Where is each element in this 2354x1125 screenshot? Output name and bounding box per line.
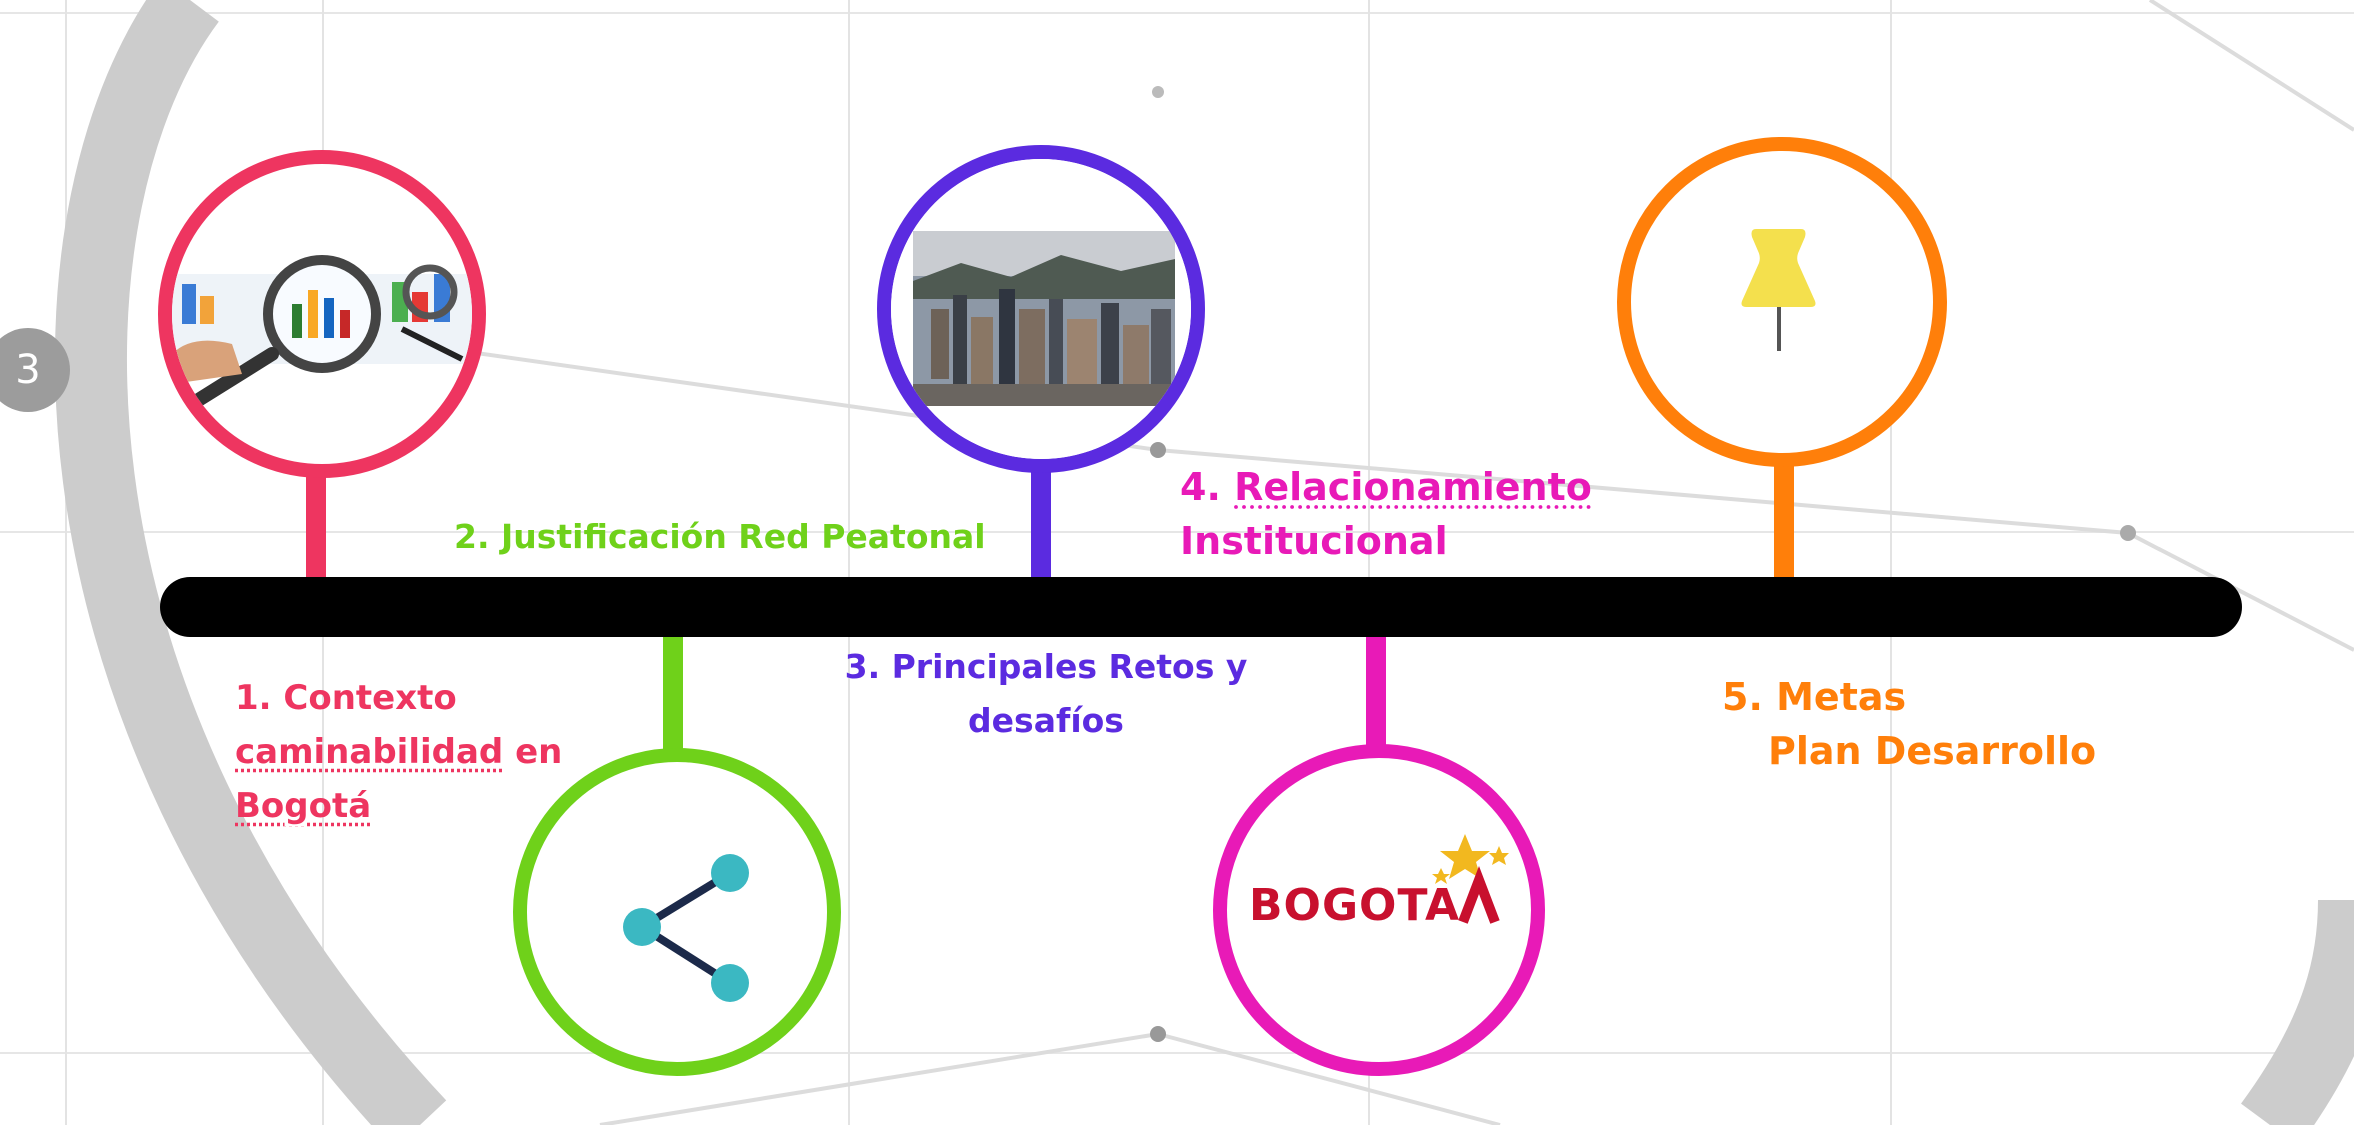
path-node xyxy=(2120,525,2136,541)
share-icon xyxy=(623,854,749,1002)
milestone-1-label: 1. Contexto caminabilidad en Bogotá xyxy=(235,671,562,833)
milestone-3-label-line2: desafíos xyxy=(968,701,1124,740)
milestone-4-label-line1: 4. Relacionamiento xyxy=(1180,465,1592,509)
bogota-logo: BOGOTA xyxy=(1227,758,1531,1062)
milestone-1-link-caminabilidad[interactable]: caminabilidad xyxy=(235,732,504,772)
milestone-5-label: 5. Metas Plan Desarrollo xyxy=(1722,670,2096,778)
grid-line xyxy=(0,1052,2354,1054)
grid-line xyxy=(0,12,2354,14)
milestone-1-label-line3: Bogotá xyxy=(235,779,562,833)
city-skyline-image xyxy=(891,159,1191,459)
milestone-1-link-bogota[interactable]: Bogotá xyxy=(235,786,372,826)
path-node xyxy=(1152,86,1164,98)
path-node xyxy=(1150,1026,1166,1042)
path-node xyxy=(1150,442,1166,458)
milestone-5-circle[interactable] xyxy=(1617,137,1947,467)
slide-number-badge[interactable]: 3 xyxy=(0,328,70,412)
milestone-4-label-line2: Institucional xyxy=(1180,519,1448,563)
magnifier-chart-image xyxy=(172,255,472,411)
milestone-5-label-line1: 5. Metas xyxy=(1722,675,1907,719)
grid-line xyxy=(0,531,2354,533)
grid-line xyxy=(65,0,67,1125)
milestone-1-label-line1: 1. Contexto xyxy=(235,678,457,718)
milestone-1-circle[interactable] xyxy=(158,150,486,478)
grid-line xyxy=(1890,0,1892,1125)
milestone-2-stem xyxy=(663,630,683,760)
star-icon xyxy=(1432,834,1509,924)
milestone-1-label-line2: caminabilidad en xyxy=(235,732,563,772)
milestone-3-circle[interactable] xyxy=(877,145,1205,473)
milestone-5-label-line2: Plan Desarrollo xyxy=(1768,729,2097,773)
milestone-1-stem xyxy=(306,463,326,583)
milestone-4-link-relacionamiento[interactable]: Relacionamiento xyxy=(1234,465,1592,509)
pushpin-icon xyxy=(1741,229,1816,351)
timeline-bar xyxy=(160,577,2242,637)
milestone-3-label-line1: 3. Principales Retos y xyxy=(844,647,1248,686)
grid-line xyxy=(1368,0,1370,1125)
milestone-4-label: 4. Relacionamiento Institucional xyxy=(1180,460,1592,568)
milestone-3-label: 3. Principales Retos y desafíos xyxy=(836,640,1256,748)
milestone-4-circle[interactable]: BOGOTA xyxy=(1213,744,1545,1076)
milestone-2-label: 2. Justificación Red Peatonal xyxy=(454,517,986,556)
milestone-5-stem xyxy=(1774,455,1794,583)
milestone-4-stem xyxy=(1366,630,1386,758)
bogota-logo-text: BOGOTA xyxy=(1249,880,1461,931)
grid-line xyxy=(848,0,850,1125)
milestone-3-stem xyxy=(1031,460,1051,582)
